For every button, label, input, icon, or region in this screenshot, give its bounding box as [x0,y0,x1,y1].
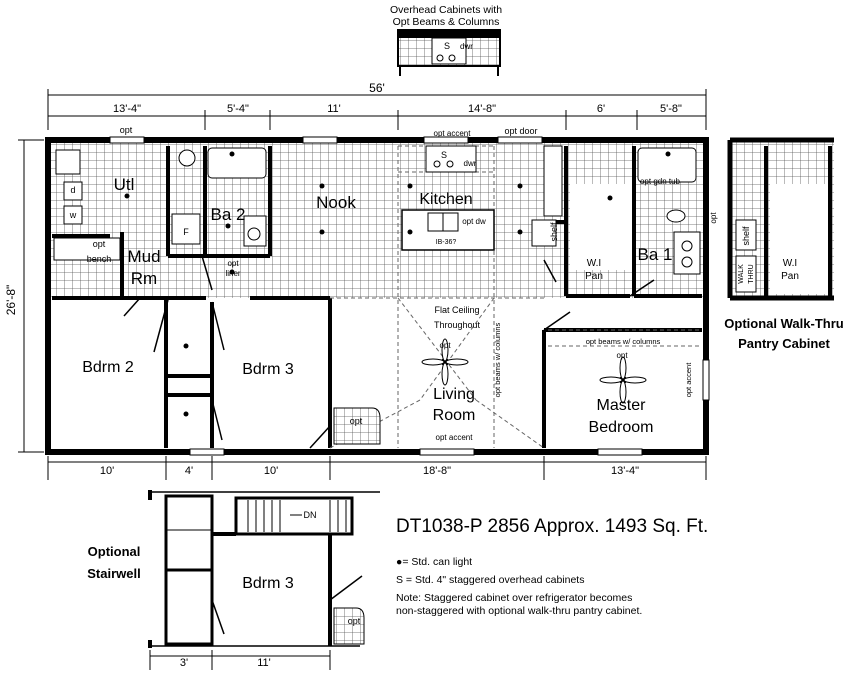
room-master-1: Master [597,397,647,414]
bench-label: bench [87,254,112,264]
top-dim-4: 14'-8" [468,103,496,115]
walk-thru-pantry-detail: shelf WALK THRU W.I Pan [727,137,834,301]
pantry-wi-2: Pan [781,271,799,282]
opt-dw-label: opt dw [462,217,486,226]
bottom-dim-1: 10' [100,465,114,477]
washer-label: w [69,210,77,220]
top-dim-3: 11' [327,103,341,115]
walk-thru-title-2: Pantry Cabinet [738,336,830,351]
bottom-dim-2: 4' [185,465,193,477]
stair-dim-2: 11' [257,657,271,669]
opt-accent-label: opt accent [434,129,472,138]
overhead-title-1: Overhead Cabinets with [390,4,502,16]
chair-opt-label: opt [350,416,363,426]
fan-opt-label: opt [616,351,628,360]
bottom-dim-5: 13'-4" [611,465,639,477]
room-living-2: Room [433,407,476,424]
cabinet-s-label: S [444,41,450,51]
room-ba2: Ba 2 [211,205,246,224]
room-master-2: Bedroom [589,419,654,436]
stair-dim-1: 3' [180,657,188,669]
room-mud-1: Mud [127,247,160,266]
dwr-label: dwr [460,42,473,51]
liner-opt-label: opt [227,259,239,268]
bottom-dim-4: 18'-8" [423,465,451,477]
stairwell-title-2: Stairwell [87,566,140,581]
side-opt-label: opt [709,212,718,224]
room-bdrm2: Bdrm 2 [82,359,134,376]
top-dim-1: 13'-4" [113,103,141,115]
room-utl: Utl [114,175,135,194]
beams-columns-label: opt beams w/ columns [586,337,661,346]
legend-staggered-cabinets: S = Std. 4" staggered overhead cabinets [396,574,585,586]
beams-columns-vertical-label: opt beams w/ columns [493,322,502,397]
main-floor: Utl Ba 2 Nook Kitchen Ba 1 Mud Rm Bdrm 2… [45,125,795,526]
room-living-1: Living [433,386,475,403]
opt-door-label: opt door [504,126,537,136]
top-dim-6: 5'-8" [660,103,682,115]
thru-label: THRU [748,264,755,283]
room-wi-2: Pan [585,271,603,282]
optional-stairwell-detail: DN Bdrm 3 opt [148,490,380,648]
ceiling-fan-icon [599,356,647,404]
bottom-dim-3: 10' [264,465,278,477]
overhead-title-2: Opt Beams & Columns [393,16,500,28]
master-opt-accent-label: opt accent [684,362,693,398]
walk-label: WALK [738,264,745,284]
overall-width-dim: 56' [369,81,385,95]
living-opt-accent-label: opt accent [436,433,474,442]
furnace-label: F [183,227,189,237]
room-mud-2: Rm [131,269,157,288]
room-bdrm3: Bdrm 3 [242,361,294,378]
flat-ceiling-label-2: Throughout [434,320,481,330]
walk-thru-title-1: Optional Walk-Thru [724,316,843,331]
shelf-label: shelf [549,222,559,242]
island-label: IB-36? [436,239,457,246]
dryer-label: d [70,185,75,195]
note-line-2: non-staggered with optional walk-thru pa… [396,605,643,617]
stair-dn-label: DN [304,510,317,520]
top-dim-2: 5'-4" [227,103,249,115]
top-dim-5: 6' [597,103,605,115]
cabinet-s-label: S [441,150,447,160]
living-fan-opt-label: opt [439,341,451,350]
room-nook: Nook [316,193,356,212]
gdn-tub-label: opt gdn tub [640,177,681,186]
dwr-label: dwr [464,159,477,168]
room-ba1: Ba 1 [638,245,673,264]
opt-label: opt [120,125,133,135]
ceiling-fan-icon [421,338,469,386]
stair-chair-opt-label: opt [348,616,361,626]
overall-depth-dim: 26'-8" [4,285,18,316]
stairwell-title-1: Optional [88,544,141,559]
pantry-shelf-label: shelf [741,226,751,246]
flat-ceiling-label-1: Flat Ceiling [434,305,479,315]
room-wi-1: W.I [587,258,601,269]
plan-title: DT1038-P 2856 Approx. 1493 Sq. Ft. [396,516,709,537]
liner-label: liner [225,269,240,278]
room-kitchen: Kitchen [419,191,472,208]
stair-room-bdrm3: Bdrm 3 [242,575,294,592]
bench-opt-label: opt [93,239,106,249]
note-line-1: Note: Staggered cabinet over refrigerato… [396,592,633,604]
overhead-cabinet-detail: S dwr [397,29,501,76]
legend-can-light: ●= Std. can light [396,556,473,568]
pantry-wi-1: W.I [783,258,797,269]
